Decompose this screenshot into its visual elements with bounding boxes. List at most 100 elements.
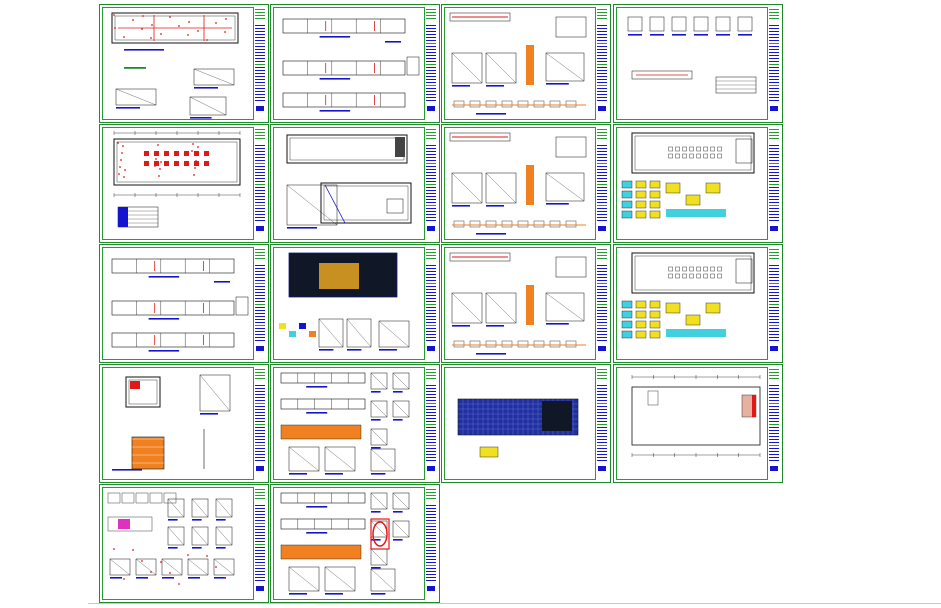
title-block-text-line <box>426 388 436 389</box>
title-block-text-line <box>255 580 265 581</box>
title-block-text-line <box>426 415 436 416</box>
sheet-drawing <box>621 132 755 219</box>
title-block-text-line <box>426 310 436 311</box>
title-block-text-line <box>255 283 265 284</box>
title-block-text-line <box>426 52 436 53</box>
title-block-text-line <box>426 154 436 155</box>
title-block-text-line <box>597 94 607 95</box>
title-block-text-line <box>597 199 607 200</box>
title-block-text-line <box>769 91 779 92</box>
title-block-text-line <box>769 334 779 335</box>
title-block-text-line <box>426 439 436 440</box>
title-block-text-line <box>597 220 607 221</box>
title-block-text-line <box>597 58 607 59</box>
title-block-text-line <box>769 454 779 455</box>
title-block <box>253 367 266 480</box>
title-block-text-line <box>426 571 436 572</box>
title-block-text-line <box>597 325 607 326</box>
title-block-text-line <box>426 31 436 32</box>
title-block-text-line <box>769 94 779 95</box>
sheet-border <box>613 4 783 123</box>
title-block-text-line <box>769 313 779 314</box>
title-block-text-line <box>426 181 436 182</box>
title-block-text-line <box>426 298 436 299</box>
title-block-text-line <box>769 85 779 86</box>
title-block-text-line <box>597 421 607 422</box>
title-block-text-line <box>255 418 265 419</box>
title-block-text-line <box>426 412 436 413</box>
title-block-text-line <box>255 64 265 65</box>
title-block-text-line <box>769 274 779 275</box>
title-block-text-line <box>255 76 265 77</box>
title-block-text-line <box>597 304 607 305</box>
title-block-text-line <box>769 61 779 62</box>
title-block-text-line <box>769 46 779 47</box>
title-block-text-line <box>255 391 265 392</box>
title-block-text-line <box>769 187 779 188</box>
title-block-text-line <box>255 172 265 173</box>
title-block-text-line <box>769 55 779 56</box>
drawing-sheet <box>99 364 269 483</box>
title-block-text-line <box>426 40 436 41</box>
title-block-text-line <box>255 442 265 443</box>
title-block-text-line <box>597 454 607 455</box>
title-block-text-line <box>255 301 265 302</box>
title-block-text-line <box>597 76 607 77</box>
title-block-text-line <box>769 418 779 419</box>
title-block-text-line <box>426 547 436 548</box>
title-block-text-line <box>769 286 779 287</box>
title-block-text-line <box>597 85 607 86</box>
title-block-text-line <box>255 409 265 410</box>
title-block-text-line <box>769 82 779 83</box>
title-block-text-line <box>597 280 607 281</box>
title-block-text-line <box>255 400 265 401</box>
sheet-drawing <box>449 132 587 235</box>
title-block-text-line <box>597 175 607 176</box>
title-block-text-line <box>255 205 265 206</box>
title-block-text-line <box>255 199 265 200</box>
title-block-text-line <box>426 163 436 164</box>
title-block-text-line <box>426 316 436 317</box>
title-block-text-line <box>769 412 779 413</box>
title-block-text-line <box>769 433 779 434</box>
title-block-text-line <box>426 208 436 209</box>
title-block-text-line <box>426 184 436 185</box>
sheet-border <box>99 244 269 363</box>
title-block-text-line <box>426 25 436 26</box>
title-block-text-line <box>426 562 436 563</box>
title-block-text-line <box>769 172 779 173</box>
title-block-text-line <box>255 97 265 98</box>
title-block-text-line <box>255 517 265 518</box>
title-block-text-line <box>255 25 265 26</box>
title-block-text-line <box>769 391 779 392</box>
title-block-text-line <box>426 97 436 98</box>
title-block-text-line <box>255 298 265 299</box>
title-block-text-line <box>426 277 436 278</box>
title-block-text-line <box>426 340 436 341</box>
title-block-text-line <box>769 193 779 194</box>
title-block-text-line <box>597 301 607 302</box>
title-block-text-line <box>597 439 607 440</box>
title-block-text-line <box>255 322 265 323</box>
title-block-text-line <box>597 451 607 452</box>
title-block-text-line <box>426 559 436 560</box>
title-block-text-line <box>426 220 436 221</box>
title-block-text-line <box>769 301 779 302</box>
title-block-text-line <box>597 88 607 89</box>
title-block-text-line <box>597 25 607 26</box>
title-block-text-line <box>597 457 607 458</box>
title-block-text-line <box>597 415 607 416</box>
sheet-number-block <box>427 586 435 591</box>
title-block-text-line <box>255 274 265 275</box>
title-block-text-line <box>769 406 779 407</box>
title-block-text-line <box>597 211 607 212</box>
title-block <box>424 367 437 480</box>
title-block-text-line <box>255 295 265 296</box>
title-block-text-line <box>255 31 265 32</box>
sheet-number-block <box>427 466 435 471</box>
title-block-text-line <box>426 511 436 512</box>
title-block-text-line <box>597 292 607 293</box>
title-block-text-line <box>426 280 436 281</box>
title-block-text-line <box>426 178 436 179</box>
title-block-text-line <box>426 187 436 188</box>
